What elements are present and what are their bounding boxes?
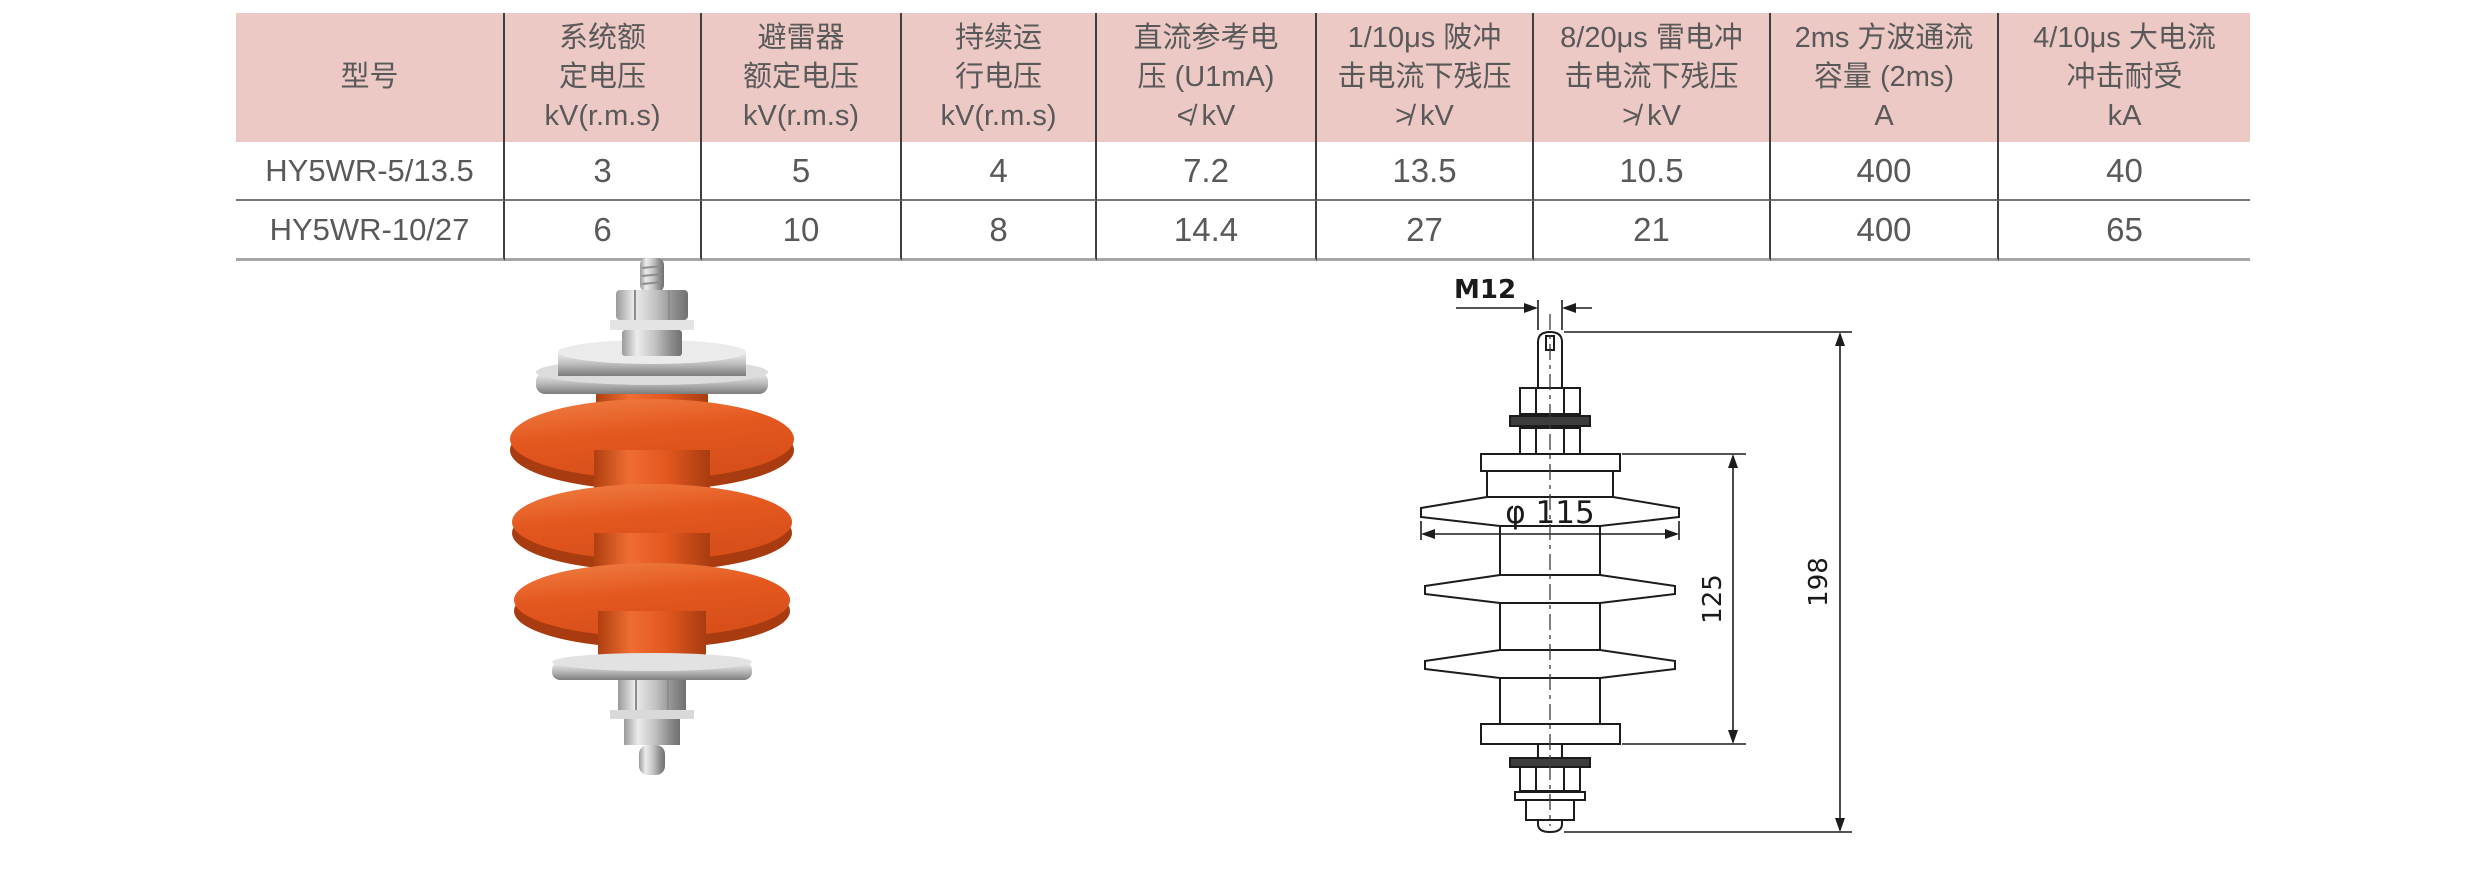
dimension-drawing: M12 φ 115 125 198 bbox=[1420, 278, 1852, 834]
row1-high-current: 40 bbox=[1999, 142, 2250, 201]
header-square-wave: 2ms 方波通流 容量 (2ms) A bbox=[1771, 13, 1999, 142]
row1-steep-residual: 13.5 bbox=[1317, 142, 1534, 201]
row2-steep-residual: 27 bbox=[1317, 201, 1534, 261]
row2-rated-voltage: 10 bbox=[702, 201, 902, 261]
header-dc-reference: 直流参考电 压 (U1mA) ≮ kV bbox=[1097, 13, 1317, 142]
header-steep-residual: 1/10μs 陂冲 击电流下残压 ≯ kV bbox=[1317, 13, 1534, 142]
top-hardware bbox=[610, 258, 694, 356]
dimension-arrowheads bbox=[1421, 303, 1845, 832]
header-mcov: 持续运 行电压 kV(r.m.s) bbox=[902, 13, 1097, 142]
header-lightning-residual: 8/20μs 雷电冲 击电流下残压 ≯ kV bbox=[1534, 13, 1771, 142]
dim-label-thread: M12 bbox=[1454, 278, 1516, 305]
row2-system-voltage: 6 bbox=[505, 201, 702, 261]
row1-square-wave: 400 bbox=[1771, 142, 1999, 201]
row2-mcov: 8 bbox=[902, 201, 1097, 261]
row1-rated-voltage: 5 bbox=[702, 142, 902, 201]
top-cap bbox=[536, 340, 768, 394]
header-rated-voltage: 避雷器 额定电压 kV(r.m.s) bbox=[702, 13, 902, 142]
dimension-lines bbox=[1420, 300, 1852, 833]
bottom-hardware bbox=[552, 653, 752, 775]
row1-model: HY5WR-5/13.5 bbox=[236, 142, 505, 201]
dim-label-total-height: 198 bbox=[1804, 557, 1834, 607]
row2-dc-reference: 14.4 bbox=[1097, 201, 1317, 261]
header-system-voltage: 系统额 定电压 kV(r.m.s) bbox=[505, 13, 702, 142]
arrester-photo bbox=[510, 258, 794, 775]
dim-label-diameter: φ 115 bbox=[1505, 495, 1594, 531]
row2-high-current: 65 bbox=[1999, 201, 2250, 261]
header-high-current: 4/10μs 大电流 冲击耐受 kA bbox=[1999, 13, 2250, 142]
row1-lightning-residual: 10.5 bbox=[1534, 142, 1771, 201]
row2-model: HY5WR-10/27 bbox=[236, 201, 505, 261]
row1-system-voltage: 3 bbox=[505, 142, 702, 201]
spec-table: 型号 系统额 定电压 kV(r.m.s) 避雷器 额定电压 kV(r.m.s) … bbox=[236, 13, 2250, 261]
header-model: 型号 bbox=[236, 13, 505, 142]
row1-mcov: 4 bbox=[902, 142, 1097, 201]
row2-lightning-residual: 21 bbox=[1534, 201, 1771, 261]
row2-square-wave: 400 bbox=[1771, 201, 1999, 261]
dim-label-body-height: 125 bbox=[1698, 574, 1728, 624]
row1-dc-reference: 7.2 bbox=[1097, 142, 1317, 201]
